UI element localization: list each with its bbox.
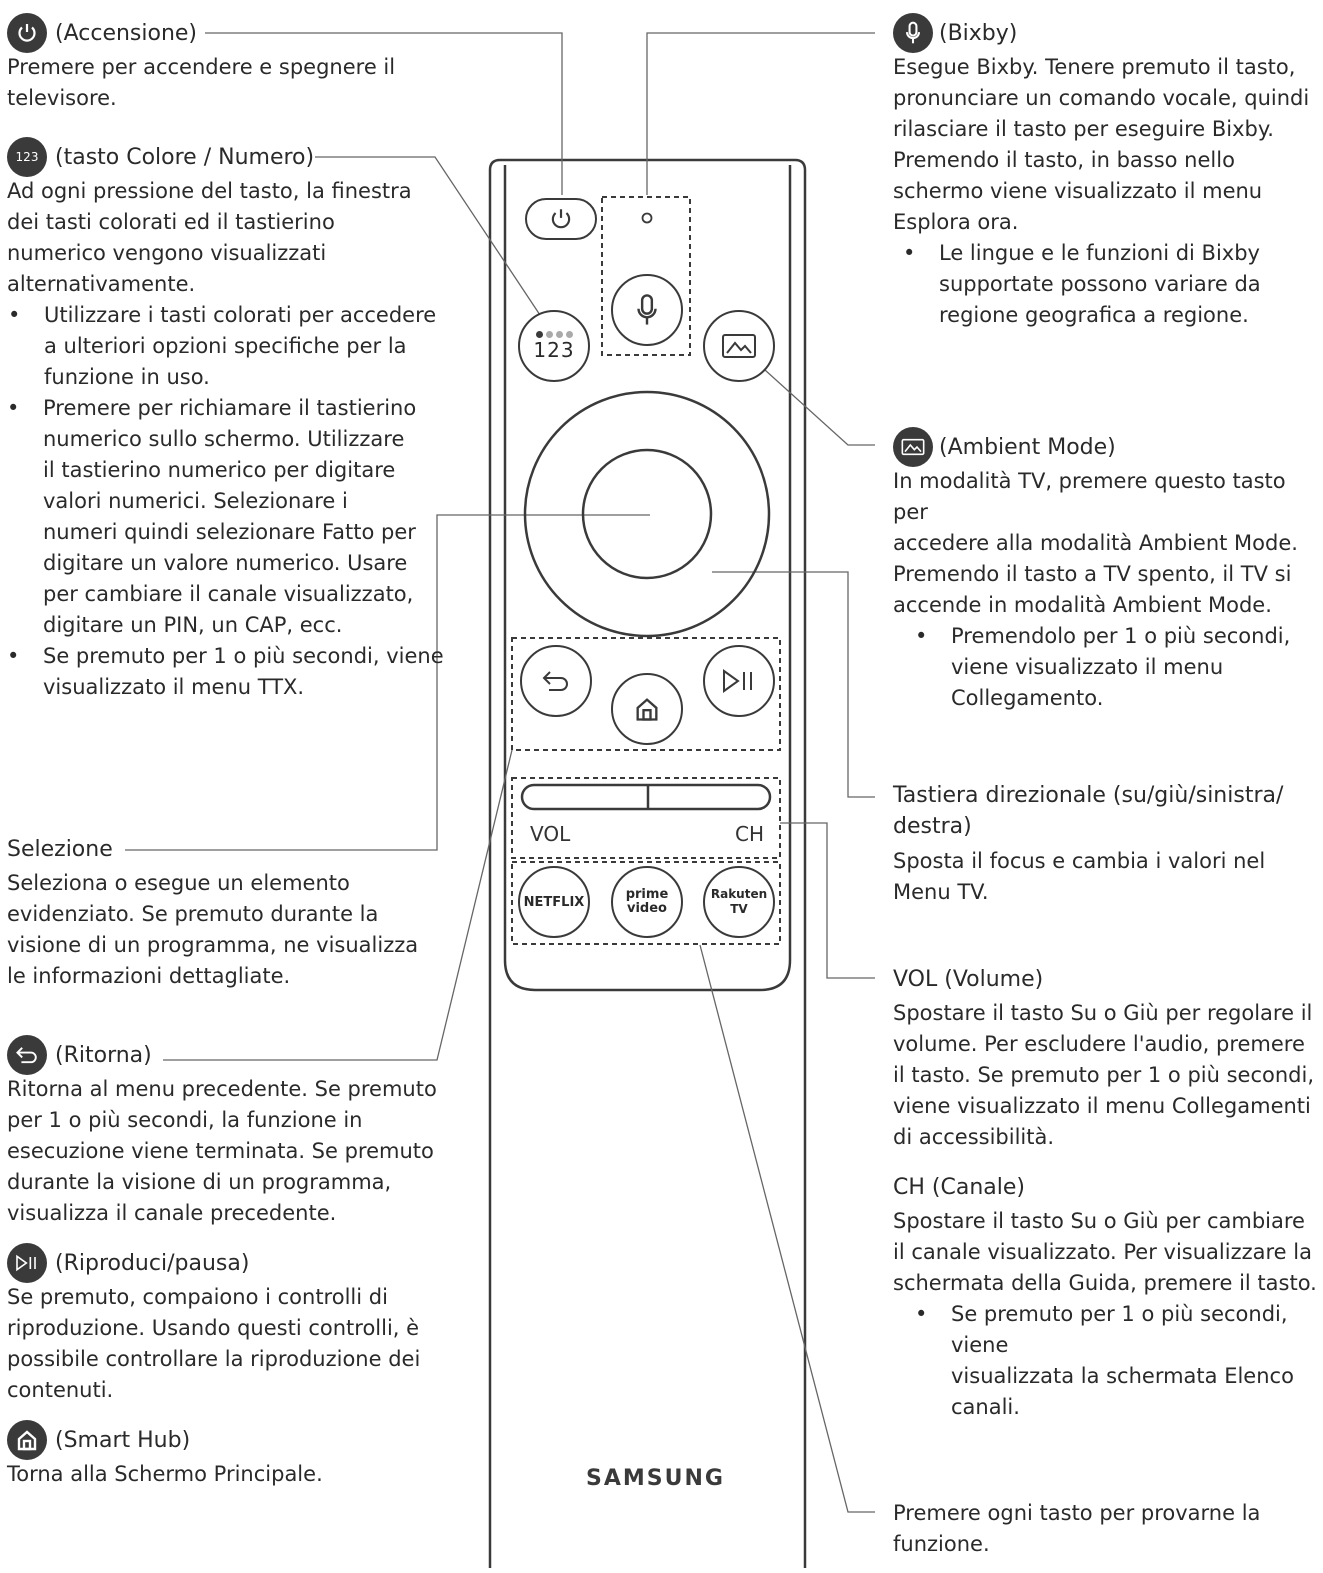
ambient-mode-icon: [893, 427, 933, 467]
select-title: Selezione: [7, 837, 113, 862]
smart-hub-title: (Smart Hub): [55, 1427, 191, 1453]
rakuten-tv-button[interactable]: Rakuten TV: [703, 866, 775, 938]
return-icon: [7, 1035, 47, 1075]
color-number-bullets: Utilizzare i tasti colorati per accedere…: [7, 300, 447, 703]
app-buttons-description: Premere ogni tasto per provarne la funzi…: [893, 1498, 1318, 1560]
ch-bullets: Se premuto per 1 o più secondi, viene vi…: [915, 1299, 1318, 1423]
vol-text: Spostare il tasto Su o Giù per regolare …: [893, 1001, 1314, 1149]
bixby-mic-hole: [641, 212, 653, 224]
play-pause-title: (Riproduci/pausa): [55, 1250, 250, 1276]
color-number-text: Ad ogni pressione del tasto, la finestra…: [7, 179, 412, 296]
bixby-description: (Bixby) Esegue Bixby. Tenere premuto il …: [893, 13, 1318, 331]
app-buttons-text: Premere ogni tasto per provarne la funzi…: [893, 1501, 1261, 1556]
ambient-mode-description: (Ambient Mode) In modalità TV, premere q…: [893, 427, 1318, 714]
bullet-item: Premere per richiamare il tastierino num…: [7, 393, 447, 641]
vol-description: VOL (Volume) Spostare il tasto Su o Giù …: [893, 964, 1318, 1153]
dpad-text: Sposta il focus e cambia i valori nel Me…: [893, 849, 1266, 904]
netflix-button[interactable]: NETFLIX: [518, 866, 590, 938]
bullet-item: Se premuto per 1 o più secondi, viene vi…: [7, 641, 447, 703]
power-description: (Accensione) Premere per accendere e spe…: [7, 13, 447, 114]
home-icon: [636, 698, 658, 721]
select-text: Seleziona o esegue un elemento evidenzia…: [7, 871, 419, 988]
bullet-item: Le lingue e le funzioni di Bixby support…: [903, 238, 1318, 331]
power-button[interactable]: [525, 198, 597, 240]
vol-label: VOL: [530, 822, 571, 846]
bullet-item: Utilizzare i tasti colorati per accedere…: [8, 300, 447, 393]
bixby-title: (Bixby): [939, 20, 1018, 46]
return-description: (Ritorna) Ritorna al menu precedente. Se…: [7, 1035, 447, 1229]
color-dots: [535, 331, 573, 338]
rakuten-tv-logo: Rakuten TV: [710, 887, 768, 916]
dpad: [523, 390, 771, 638]
select-description: Selezione Seleziona o esegue un elemento…: [7, 834, 447, 992]
bixby-button[interactable]: [611, 274, 683, 346]
bixby-bullets: Le lingue e le funzioni di Bixby support…: [903, 238, 1318, 331]
ch-label: CH: [735, 822, 765, 846]
leader-lines: [125, 32, 875, 1513]
netflix-logo: NETFLIX: [523, 894, 585, 910]
microphone-icon: [893, 13, 933, 53]
bixby-text: Esegue Bixby. Tenere premuto il tasto, p…: [893, 55, 1310, 234]
play-pause-button[interactable]: [703, 645, 775, 717]
color-number-button[interactable]: 123: [518, 310, 590, 382]
return-button[interactable]: [520, 645, 592, 717]
play-pause-icon: [723, 669, 752, 693]
brand-logo: SAMSUNG: [586, 1466, 725, 1491]
vol-ch-rocker: [520, 783, 772, 811]
bullet-item: Premendolo per 1 o più secondi, viene vi…: [915, 621, 1318, 714]
ch-text: Spostare il tasto Su o Giù per cambiare …: [893, 1209, 1317, 1295]
ambient-mode-bullets: Premendolo per 1 o più secondi, viene vi…: [915, 621, 1318, 714]
ambient-mode-button[interactable]: [703, 310, 775, 382]
smart-hub-description: (Smart Hub) Torna alla Schermo Principal…: [7, 1420, 447, 1490]
ambient-mode-text: In modalità TV, premere questo tasto per…: [893, 469, 1298, 617]
color-number-title: (tasto Colore / Numero): [55, 144, 315, 170]
dpad-title: Tastiera direzionale (su/giù/sinistra/ d…: [893, 783, 1284, 839]
return-title: (Ritorna): [55, 1042, 152, 1068]
play-pause-text: Se premuto, compaiono i controlli di rip…: [7, 1285, 421, 1402]
bullet-item: Se premuto per 1 o più secondi, viene vi…: [915, 1299, 1318, 1423]
microphone-icon: [637, 294, 657, 325]
dpad-description: Tastiera direzionale (su/giù/sinistra/ d…: [893, 780, 1318, 908]
power-icon: [551, 209, 571, 229]
power-icon: [7, 13, 47, 53]
smart-hub-text: Torna alla Schermo Principale.: [7, 1462, 323, 1486]
prime-video-logo: prime video: [625, 887, 669, 916]
power-text: Premere per accendere e spegnere il tele…: [7, 55, 396, 110]
ch-title: CH (Canale): [893, 1175, 1025, 1200]
ch-description: CH (Canale) Spostare il tasto Su o Giù p…: [893, 1172, 1318, 1423]
ambient-mode-title: (Ambient Mode): [939, 434, 1116, 460]
power-title: (Accensione): [55, 20, 198, 46]
play-pause-description: (Riproduci/pausa) Se premuto, compaiono …: [7, 1243, 447, 1406]
home-button[interactable]: [611, 673, 683, 745]
color-number-icon: 123: [7, 137, 47, 177]
numpad-label: 123: [533, 338, 575, 362]
return-icon: [542, 671, 568, 691]
color-number-description: 123 (tasto Colore / Numero) Ad ogni press…: [7, 137, 447, 703]
ambient-mode-icon: [722, 334, 756, 358]
return-text: Ritorna al menu precedente. Se premuto p…: [7, 1077, 437, 1225]
vol-title: VOL (Volume): [893, 967, 1044, 992]
home-icon: [7, 1420, 47, 1460]
play-pause-icon: [7, 1243, 47, 1283]
prime-video-button[interactable]: prime video: [611, 866, 683, 938]
dashed-regions: [511, 196, 781, 945]
